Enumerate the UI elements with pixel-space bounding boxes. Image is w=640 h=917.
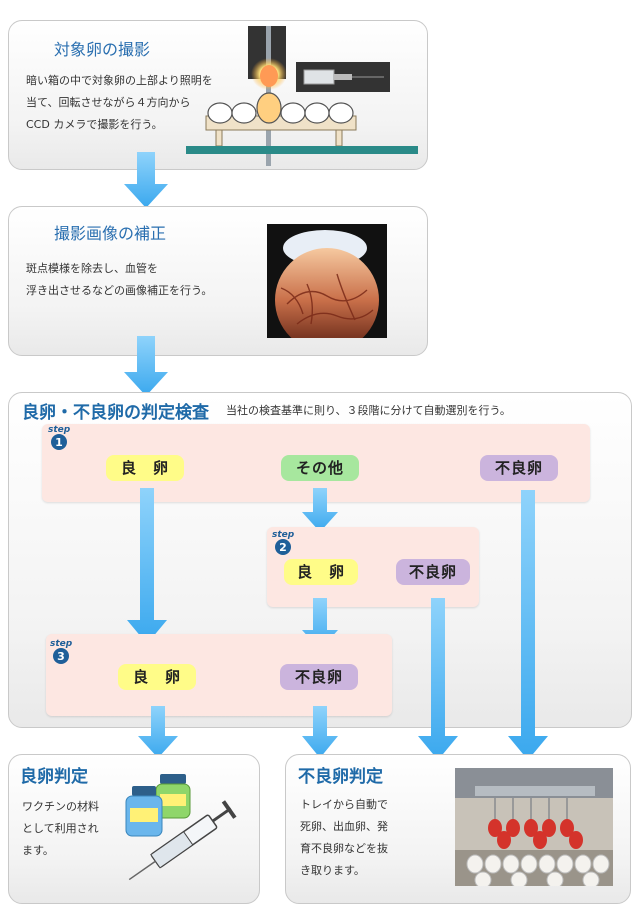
flow-arrow-1 <box>124 152 168 208</box>
step2-good-egg: 良 卵 <box>284 559 358 585</box>
step3-badge: step 3 <box>50 639 73 664</box>
arrow-step3-bad-to-result <box>302 706 338 758</box>
good-result-description: ワクチンの材料 として利用され ます。 <box>22 800 99 857</box>
flow-arrow-2 <box>124 336 168 396</box>
step2-bad-egg: 不良卵 <box>396 559 470 585</box>
svg-text:step: step <box>272 530 295 540</box>
step2-badge: step 2 <box>272 530 295 555</box>
svg-text:step: step <box>50 639 73 649</box>
step1-bad-egg: 不良卵 <box>480 455 558 481</box>
inspection-subtitle: 当社の検査基準に則り、３段階に分けて自動選別を行う。 <box>226 404 511 417</box>
bad-result-description: トレイから自動で 死卵、出血卵、発 育不良卵などを抜 き取ります。 <box>300 798 388 877</box>
inspection-title: 良卵・不良卵の判定検査 <box>22 403 209 423</box>
capture-description: 暗い箱の中で対象卵の上部より照明を 当て、回転させながら４方向から CCD カメ… <box>26 74 213 131</box>
svg-text:3: 3 <box>57 650 65 663</box>
corrected-egg-photo <box>267 224 387 338</box>
step3-bad-egg: 不良卵 <box>280 664 358 690</box>
correction-title: 撮影画像の補正 <box>54 224 167 243</box>
camera-apparatus-illustration <box>186 26 418 166</box>
svg-text:2: 2 <box>279 541 287 554</box>
good-result-title: 良卵判定 <box>20 767 88 787</box>
arrow-step2-bad-to-result <box>418 598 458 760</box>
step3-good-egg: 良 卵 <box>118 664 196 690</box>
correction-description: 斑点模様を除去し、血管を 浮き出させるなどの画像補正を行う。 <box>26 262 213 297</box>
svg-text:1: 1 <box>55 436 63 449</box>
step1-other: その他 <box>281 455 359 481</box>
arrow-step1-good-to-step3 <box>127 488 167 644</box>
vaccine-vials-syringe-illustration <box>125 774 237 881</box>
step1-badge: step 1 <box>48 425 71 450</box>
step1-good-egg: 良 卵 <box>106 455 184 481</box>
arrow-other-to-step2 <box>302 488 338 532</box>
bad-result-title: 不良卵判定 <box>298 767 383 787</box>
arrow-step1-bad-to-result <box>508 490 548 760</box>
arrow-step3-good-to-result <box>138 706 178 758</box>
extraction-machine-photo <box>455 768 613 886</box>
svg-text:step: step <box>48 425 71 435</box>
capture-title: 対象卵の撮影 <box>54 40 151 59</box>
